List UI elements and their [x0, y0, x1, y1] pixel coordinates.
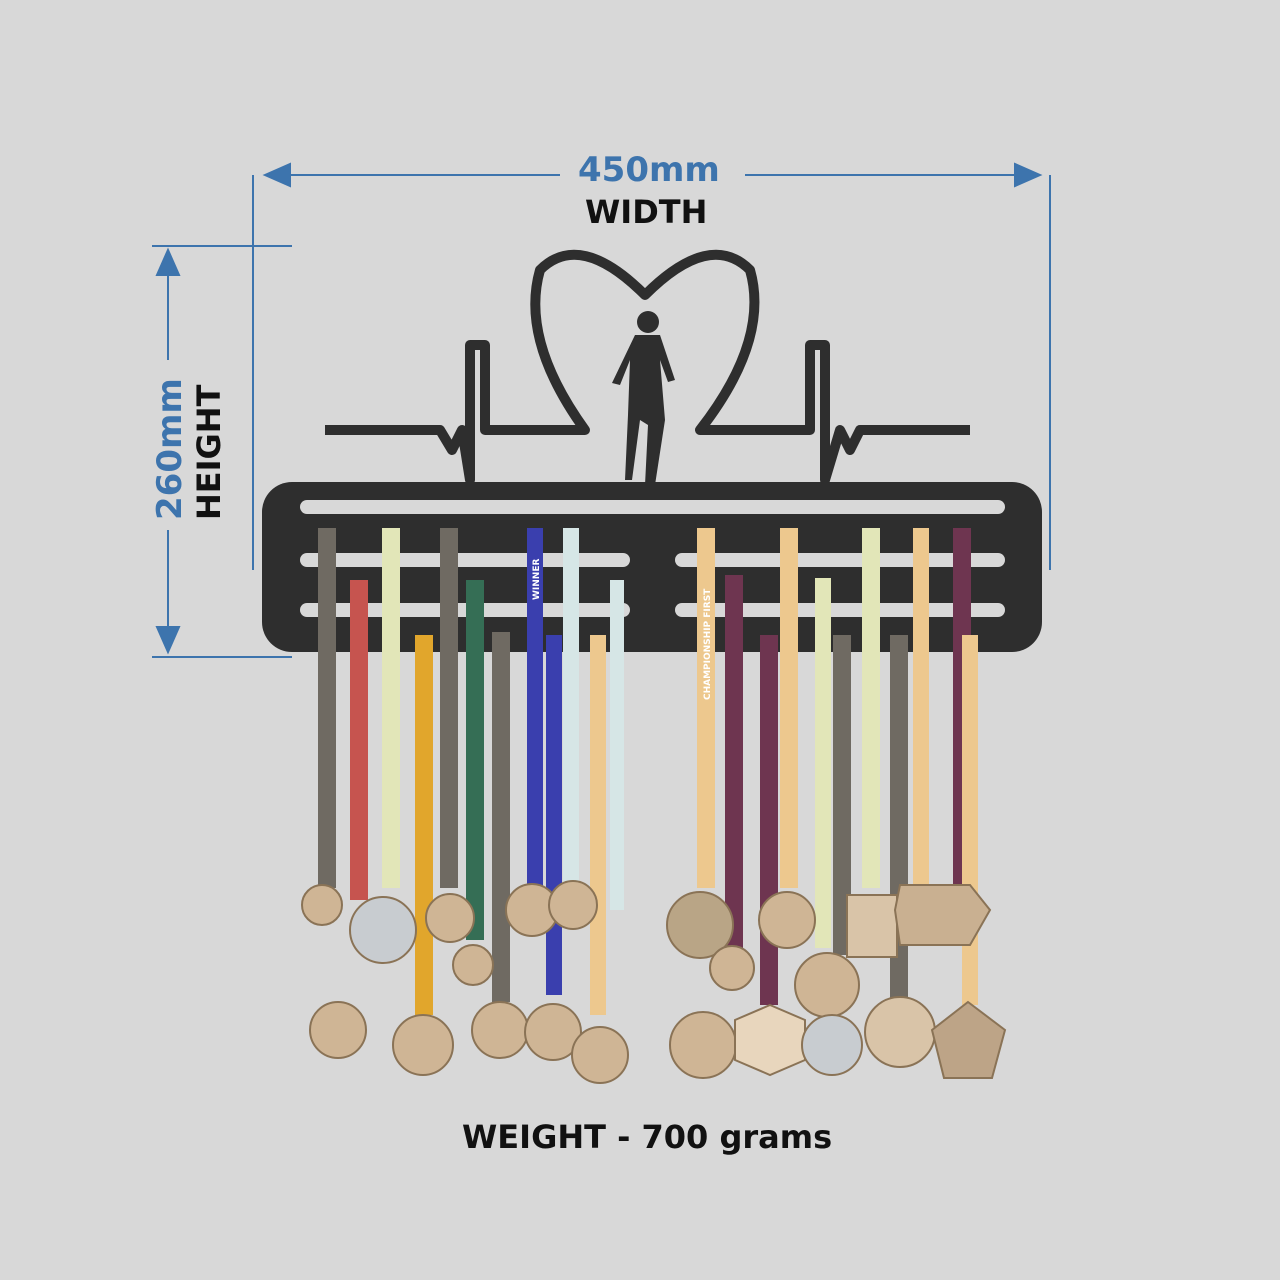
height-label: HEIGHT: [190, 384, 228, 520]
ribbon-text-winner: WINNER: [532, 559, 542, 600]
ribbon-text-championship: CHAMPIONSHIP FIRST: [703, 588, 713, 700]
ribbons: WINNER CHAMPIONSHIP FIRST: [318, 528, 978, 1015]
heart-shape: [531, 250, 759, 433]
dimension-lines: [152, 162, 1051, 658]
runner-silhouette: [612, 311, 675, 485]
width-label: WIDTH: [585, 193, 708, 231]
medals: [301, 880, 1007, 1084]
weight-label: WEIGHT - 700 grams: [462, 1118, 833, 1156]
width-value: 450mm: [578, 150, 720, 190]
height-value: 260mm: [150, 378, 190, 520]
